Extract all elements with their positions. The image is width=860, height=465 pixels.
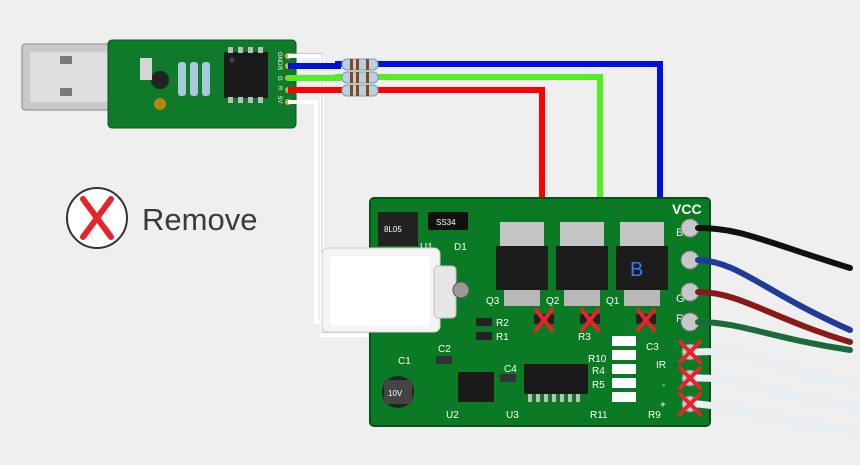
dongle-capacitor [151,71,169,89]
chip-notch [229,57,235,63]
label-d1: D1 [454,242,467,253]
wires [288,53,663,337]
label-c3: C3 [646,342,659,353]
ir-remove-marks [678,340,702,416]
label-q2: Q2 [546,296,560,307]
wire-red [288,87,545,228]
ir-receiver-face [330,256,430,326]
label-plus: + [660,400,666,411]
legend: Remove [66,187,257,249]
mosfet-q3 [496,222,548,306]
remove-x-icon [678,392,702,416]
ic-main [524,364,588,394]
label-c4: C4 [504,364,517,375]
label-ch-g: G [676,293,685,305]
dongle-cap-small [154,98,166,110]
label-minus: - [662,380,665,391]
cap-value: 10V [388,389,403,398]
cable-white-1 [694,348,860,386]
inline-resistors [341,58,379,97]
usb-slot [60,88,72,96]
dongle-resistors [178,62,210,96]
cable-white-3 [694,400,860,434]
diode-d1 [428,212,468,230]
cap-c4 [500,374,516,382]
remove-x-icon [534,308,554,332]
label-q3: Q3 [486,296,500,307]
ir-receiver-screw [452,281,470,299]
main-board: 8L05 U1 SS34 D1 B Q3 Q2 Q1 [369,197,711,427]
resistor-column [612,336,636,402]
label-u2: U2 [446,410,459,421]
label-q1: Q1 [606,296,620,307]
label-r3: R3 [578,332,591,343]
label-c2: C2 [438,344,451,355]
red-x-circle-icon [80,196,114,240]
pin-label-5v: 5V [276,96,282,103]
cable-green [695,319,853,353]
label-ch-r: R [676,313,684,325]
remove-x-icon [636,308,656,332]
label-r2: R2 [496,318,509,329]
remove-x-icon [678,340,702,364]
screw-terminals [680,218,700,332]
output-cables [694,225,860,434]
remove-x-icon [580,308,600,332]
cable-red [695,289,853,345]
remove-marks [534,308,656,332]
mosfet-q1: B [616,222,668,306]
pin-label-g: G [276,76,282,81]
label-r5: R5 [592,380,605,391]
wire-blue [288,61,663,228]
diode-marking: SS34 [436,218,456,227]
ic-main-pins [528,394,580,402]
label-r1: R1 [496,332,509,343]
label-r11: R11 [590,410,608,421]
mosfet-mark-b: B [630,259,643,281]
label-r4: R4 [592,366,605,377]
ir-receiver-cap [433,265,457,319]
dongle-pin-labels: GND B G R 5V [276,52,282,103]
label-ch-b: B [676,227,683,239]
cable-black [695,225,853,271]
cap-c2 [436,356,452,364]
regulator-u1 [378,212,418,246]
label-r10: R10 [588,354,607,365]
resistor-r2 [476,318,492,326]
dongle-crystal [140,58,152,80]
regulator-marking: 8L05 [384,225,402,234]
cap-c1-body [384,380,412,404]
cable-white-2 [694,374,860,410]
legend-label: Remove [142,202,257,237]
label-r9: R9 [648,410,661,421]
mosfet-q2 [556,222,608,306]
label-ir: IR [656,360,666,371]
wire-green [288,74,603,228]
cable-blue [695,257,853,333]
pin-label-b: B [276,66,282,70]
label-u3: U3 [506,410,519,421]
ir-receiver [321,247,470,333]
chip-pins [228,47,263,103]
pin-label-gnd: GND [276,52,282,66]
usb-dongle: GND B G R 5V [21,39,297,129]
label-vcc: VCC [672,201,702,217]
usb-slot [60,56,72,64]
remove-x-icon [678,366,702,390]
ic-u2 [458,372,494,402]
resistor-r1 [476,332,492,340]
pin-label-r: R [276,86,282,91]
label-c1: C1 [398,356,411,367]
